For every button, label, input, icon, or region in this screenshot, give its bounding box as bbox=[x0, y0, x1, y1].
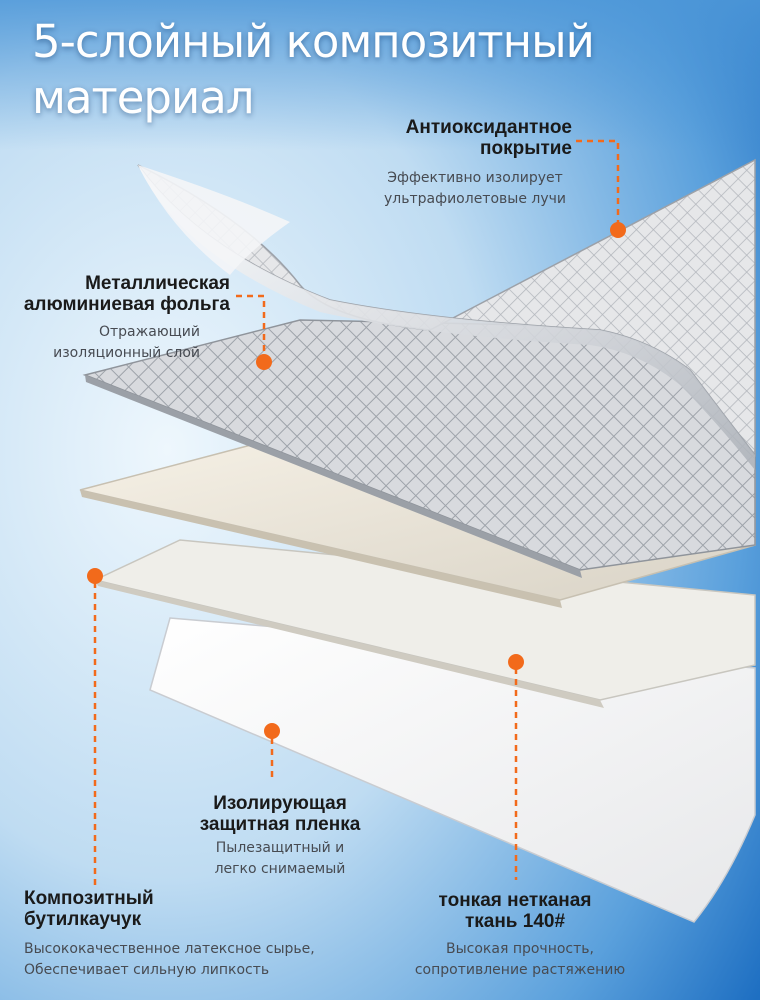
leader-line-antioxidant bbox=[576, 139, 620, 226]
label-heading-line: покрытие bbox=[480, 138, 572, 159]
label-description-line: легко снимаемый bbox=[214, 861, 346, 877]
title-line-1: 5-слойный композитный bbox=[32, 15, 595, 68]
label-description-line: изоляционный слой bbox=[53, 345, 200, 361]
label-nonwoven-fabric: тонкая нетканая ткань 140# bbox=[410, 890, 620, 932]
label-heading-line: тонкая нетканая bbox=[438, 890, 592, 911]
label-description-line: Эффективно изолирует bbox=[387, 170, 563, 186]
label-heading-line: Изолирующая bbox=[213, 793, 347, 814]
label-heading-line: Металлическая bbox=[85, 273, 230, 294]
label-butyl-rubber: Композитный бутилкаучук bbox=[24, 888, 224, 930]
title-line-2: материал bbox=[32, 71, 255, 124]
label-heading-line: бутилкаучук bbox=[24, 909, 142, 930]
label-heading-line: ткань 140# bbox=[464, 911, 566, 932]
label-heading-line: Композитный bbox=[24, 888, 154, 909]
label-description-line: Отражающий bbox=[98, 324, 200, 340]
label-description-line: сопротивление растяжению bbox=[414, 962, 626, 978]
desc-butyl-rubber: Высококачественное латексное сырье, Обес… bbox=[24, 939, 374, 981]
label-aluminum-foil: Металлическая алюминиевая фольга bbox=[0, 273, 230, 315]
page-title: 5-слойный композитный материал bbox=[32, 14, 632, 126]
marker-fabric bbox=[508, 654, 524, 670]
leader-line-foil bbox=[236, 294, 266, 358]
desc-protective-film: Пылезащитный и легко снимаемый bbox=[185, 838, 375, 880]
desc-nonwoven-fabric: Высокая прочность, сопротивление растяже… bbox=[395, 939, 645, 981]
desc-antioxidant-coating: Эффективно изолирует ультрафиолетовые лу… bbox=[380, 168, 570, 210]
marker-butyl bbox=[87, 568, 103, 584]
label-heading-line: защитная пленка bbox=[199, 814, 361, 835]
marker-foil bbox=[256, 354, 272, 370]
label-description-line: Обеспечивает сильную липкость bbox=[24, 962, 270, 978]
marker-protective bbox=[264, 723, 280, 739]
label-description-line: Пылезащитный и bbox=[215, 840, 345, 856]
marker-antioxidant bbox=[610, 222, 626, 238]
label-description-line: Высокая прочность, bbox=[446, 941, 594, 957]
layer-antioxidant-coating bbox=[137, 158, 756, 470]
label-description-line: Высококачественное латексное сырье, bbox=[24, 941, 315, 957]
label-heading-line: алюминиевая фольга bbox=[23, 294, 230, 315]
label-description-line: ультрафиолетовые лучи bbox=[384, 191, 566, 207]
desc-aluminum-foil: Отражающий изоляционный слой bbox=[0, 322, 200, 364]
label-antioxidant-coating: Антиоксидантное покрытие bbox=[252, 117, 572, 159]
label-protective-film: Изолирующая защитная пленка bbox=[170, 793, 390, 835]
label-heading-line: Антиоксидантное bbox=[405, 117, 572, 138]
